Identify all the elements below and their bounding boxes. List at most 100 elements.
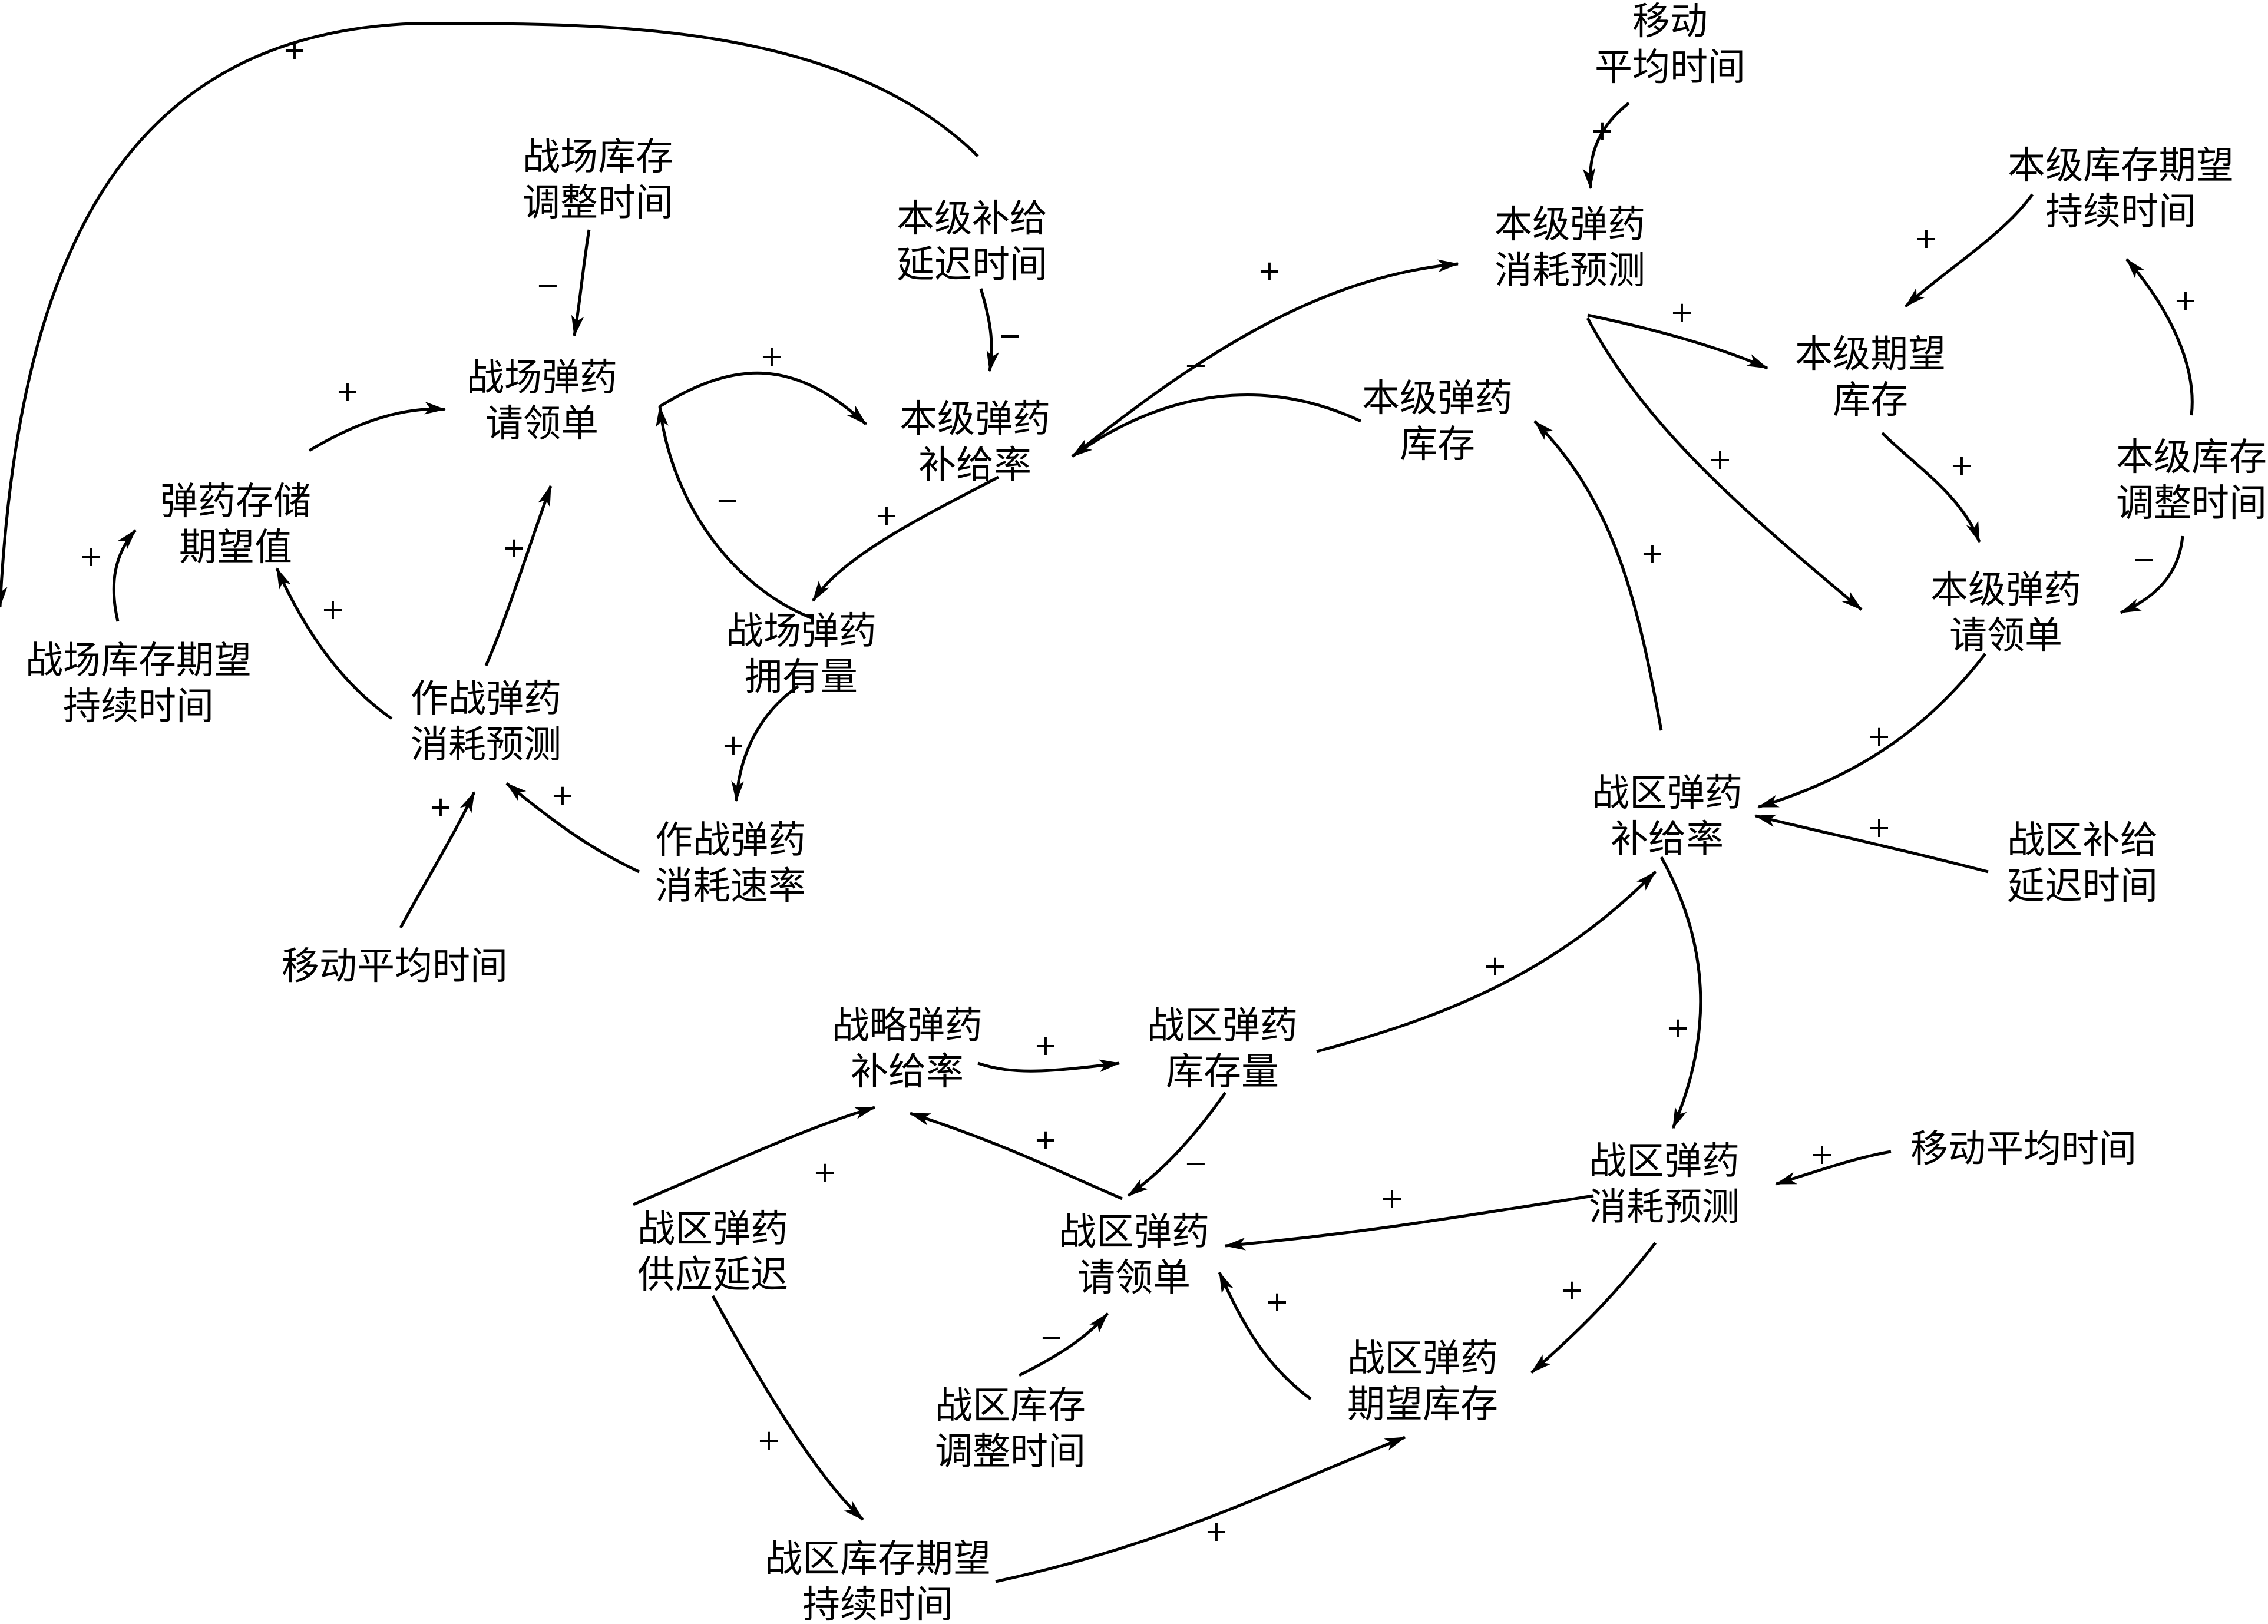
link-level-expect-inv-to-level-request: [1881, 432, 1981, 543]
variable-theater-forecast: 战区弹药消耗预测: [1589, 1140, 1740, 1229]
link-theater-forecast-to-theater-expect-inv: [1530, 1242, 1657, 1374]
positive-sign: +: [760, 340, 783, 373]
variable-level-expect-duration: 本级库存期望持续时间: [2008, 144, 2234, 234]
link-level-delay-to-battle-expect-duration: [0, 22, 979, 608]
variable-combat-rate: 作战弹药消耗速率: [655, 819, 806, 908]
positive-sign: +: [1810, 1138, 1834, 1171]
link-move-avg-top-to-level-consume-forecast: [1582, 102, 1630, 190]
positive-sign: +: [336, 375, 359, 408]
variable-theater-expect-duration: 战区库存期望持续时间: [765, 1537, 991, 1624]
variable-move-avg-left: 移动平均时间: [282, 945, 508, 988]
link-ammo-storage-expect-to-battle-request: [308, 401, 446, 452]
variable-level-delay: 本级补给延迟时间: [897, 197, 1047, 287]
positive-sign: +: [80, 540, 103, 573]
link-battle-holding-to-combat-rate: [731, 684, 799, 802]
positive-sign: +: [321, 593, 345, 626]
link-theater-supply-rate-to-theater-forecast: [1659, 856, 1702, 1129]
variable-ammo-storage-expect: 弹药存储期望值: [160, 480, 311, 570]
link-combat-forecast-to-ammo-storage-expect: [275, 567, 393, 720]
positive-sign: +: [1205, 1515, 1228, 1548]
link-level-inv-adjust-to-level-expect-duration: [2125, 258, 2194, 416]
variable-level-inventory: 本级弹药库存: [1362, 377, 1513, 467]
variable-battle-expect-duration: 战场库存期望持续时间: [25, 639, 252, 729]
positive-sign: +: [1641, 537, 1664, 570]
link-move-avg-left-to-combat-forecast: [399, 791, 476, 929]
link-theater-delay-to-theater-supply-rate: [1754, 814, 1989, 874]
link-theater-supply-rate-to-level-inventory: [1533, 420, 1663, 731]
positive-sign: +: [1258, 254, 1281, 287]
positive-sign: +: [1380, 1182, 1404, 1215]
variable-combat-forecast: 作战弹药消耗预测: [411, 677, 561, 767]
positive-sign: +: [1591, 114, 1614, 147]
positive-sign: +: [1666, 1011, 1690, 1044]
link-level-supply-rate-to-battle-holding: [811, 475, 1000, 602]
variable-move-avg-top: 移动平均时间: [1595, 0, 1745, 90]
positive-sign: +: [2174, 284, 2197, 317]
variable-battle-inv-adjust: 战场库存调整时间: [523, 135, 673, 225]
link-battle-request-to-level-supply-rate: [659, 371, 867, 425]
positive-sign: +: [1034, 1029, 1057, 1062]
negative-sign: −: [1184, 1147, 1208, 1180]
variable-strategic-supply: 战略弹药补给率: [832, 1004, 983, 1094]
positive-sign: +: [1034, 1123, 1057, 1156]
link-level-expect-duration-to-level-expect-inv: [1905, 193, 2034, 307]
positive-sign: +: [1670, 296, 1694, 329]
positive-sign: +: [1867, 720, 1891, 753]
link-combat-rate-to-combat-forecast: [505, 782, 640, 874]
variable-theater-request: 战区弹药请领单: [1059, 1210, 1209, 1300]
causal-links: [0, 22, 2194, 1583]
positive-sign: +: [757, 1424, 781, 1457]
positive-sign: +: [1483, 950, 1507, 983]
link-level-inventory-to-level-supply-rate: [1071, 393, 1362, 458]
negative-sign: −: [1040, 1321, 1063, 1354]
polarity-signs: +−−+−+++++++++−++++++−+++++++−++++++−+: [80, 34, 2197, 1548]
positive-sign: +: [1867, 811, 1891, 844]
positive-sign: +: [283, 34, 306, 67]
variable-level-inv-adjust: 本级库存调整时间: [2116, 436, 2267, 525]
positive-sign: +: [813, 1156, 837, 1189]
link-combat-forecast-to-battle-request: [484, 485, 553, 667]
variable-move-avg-right: 移动平均时间: [1910, 1127, 2137, 1171]
negative-sign: −: [716, 484, 739, 517]
link-theater-forecast-to-theater-request: [1224, 1194, 1594, 1251]
variable-battle-holding: 战场弹药拥有量: [726, 610, 877, 699]
link-theater-supply-delay-to-strategic-supply: [633, 1106, 876, 1206]
positive-sign: +: [1560, 1274, 1583, 1307]
variable-battle-request: 战场弹药请领单: [467, 356, 617, 446]
link-level-request-to-theater-supply-rate: [1757, 653, 1986, 809]
link-theater-supply-delay-to-theater-expect-duration: [711, 1295, 864, 1521]
negative-sign: −: [536, 269, 560, 302]
link-battle-holding-to-battle-request: [656, 405, 814, 620]
variable-level-request: 本级弹药请领单: [1930, 568, 2081, 658]
positive-sign: +: [1265, 1285, 1289, 1318]
link-theater-inv-amount-to-theater-request: [1127, 1092, 1227, 1198]
variable-theater-inv-adjust: 战区库存调整时间: [935, 1384, 1086, 1474]
variable-theater-inv-amount: 战区弹药库存量: [1147, 1004, 1298, 1094]
negative-sign: −: [999, 319, 1022, 352]
link-level-consume-forecast-to-level-expect-inv: [1587, 313, 1768, 370]
link-level-supply-rate-to-level-consume-forecast: [1071, 259, 1459, 458]
positive-sign: +: [1915, 222, 1938, 255]
positive-sign: +: [502, 531, 526, 564]
negative-sign: −: [1184, 349, 1208, 382]
variable-theater-supply-rate: 战区弹药补给率: [1592, 772, 1743, 861]
link-battle-inv-adjust-to-battle-request: [571, 229, 591, 337]
link-battle-expect-duration-to-ammo-storage-expect: [112, 529, 137, 622]
link-theater-inv-amount-to-theater-supply-rate: [1316, 871, 1657, 1053]
positive-sign: +: [429, 790, 452, 823]
link-level-consume-forecast-to-level-request: [1586, 317, 1863, 611]
link-level-delay-to-level-supply-rate: [979, 288, 1000, 372]
variable-level-expect-inv: 本级期望库存: [1795, 333, 1946, 422]
link-theater-expect-inv-to-theater-request: [1218, 1271, 1312, 1401]
variable-theater-delay: 战区补给延迟时间: [2007, 819, 2158, 908]
link-level-inv-adjust-to-level-request: [2120, 535, 2184, 614]
link-theater-inv-adjust-to-theater-request: [1018, 1312, 1109, 1377]
link-theater-request-to-strategic-supply: [909, 1112, 1123, 1200]
variables: 移动平均时间战场库存调整时间本级补给延迟时间本级弹药消耗预测本级库存期望持续时间…: [25, 0, 2267, 1624]
link-move-avg-right-to-theater-forecast: [1775, 1150, 1892, 1186]
positive-sign: +: [722, 729, 745, 762]
variable-theater-supply-delay: 战区弹药供应延迟: [637, 1208, 788, 1297]
positive-sign: +: [1708, 443, 1732, 476]
variable-theater-expect-inv: 战区弹药期望库存: [1347, 1337, 1498, 1427]
